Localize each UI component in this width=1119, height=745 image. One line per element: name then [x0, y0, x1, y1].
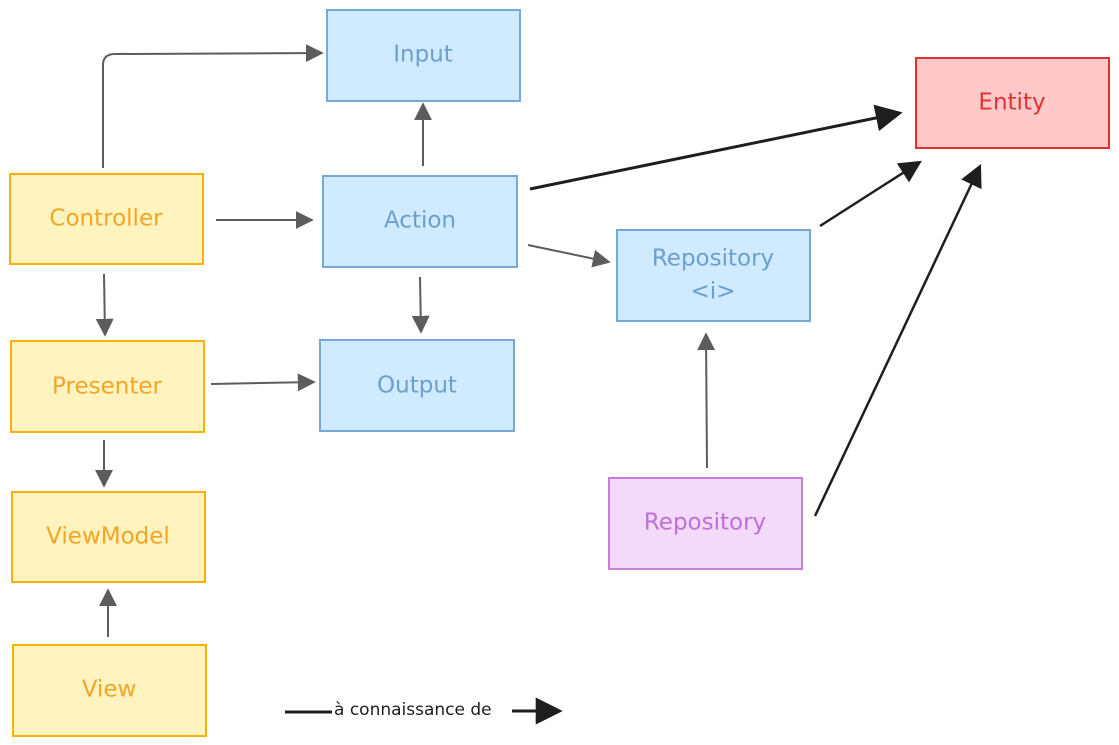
node-viewmodel: ViewModel — [11, 491, 206, 583]
node-action: Action — [322, 175, 518, 268]
node-entity: Entity — [915, 57, 1110, 149]
node-view-label: View — [82, 677, 137, 703]
node-repository-interface-label: Repository — [652, 246, 774, 272]
node-input-label: Input — [393, 42, 453, 68]
node-repository-label: Repository — [644, 510, 766, 536]
node-viewmodel-label: ViewModel — [46, 524, 170, 550]
node-repository: Repository — [608, 477, 803, 570]
edge-presenter-to-output — [210, 373, 316, 392]
node-presenter: Presenter — [10, 340, 205, 433]
edge-repository-to-repository-interface — [697, 332, 716, 469]
node-presenter-label: Presenter — [52, 374, 162, 400]
edge-action-to-entity — [529, 104, 903, 191]
edge-repository-to-entity — [813, 163, 982, 517]
edge-controller-to-input — [102, 44, 324, 168]
node-action-label: Action — [384, 208, 456, 234]
node-controller-label: Controller — [49, 206, 163, 232]
legend-label: à connaissance de — [334, 700, 492, 720]
node-repository-interface: Repository <i> — [616, 229, 811, 322]
node-input: Input — [326, 9, 521, 102]
node-repository-interface-marker: <i> — [691, 279, 736, 305]
edge-controller-to-presenter — [95, 273, 114, 337]
node-controller: Controller — [9, 173, 204, 265]
edge-repository-interface-to-entity — [819, 160, 922, 228]
node-entity-label: Entity — [978, 90, 1045, 116]
node-view: View — [12, 644, 207, 737]
edge-action-to-output — [411, 276, 430, 334]
legend: à connaissance de — [285, 697, 563, 725]
node-output-label: Output — [377, 373, 457, 399]
edge-action-to-repository-interface — [527, 244, 611, 268]
node-output: Output — [319, 339, 515, 432]
